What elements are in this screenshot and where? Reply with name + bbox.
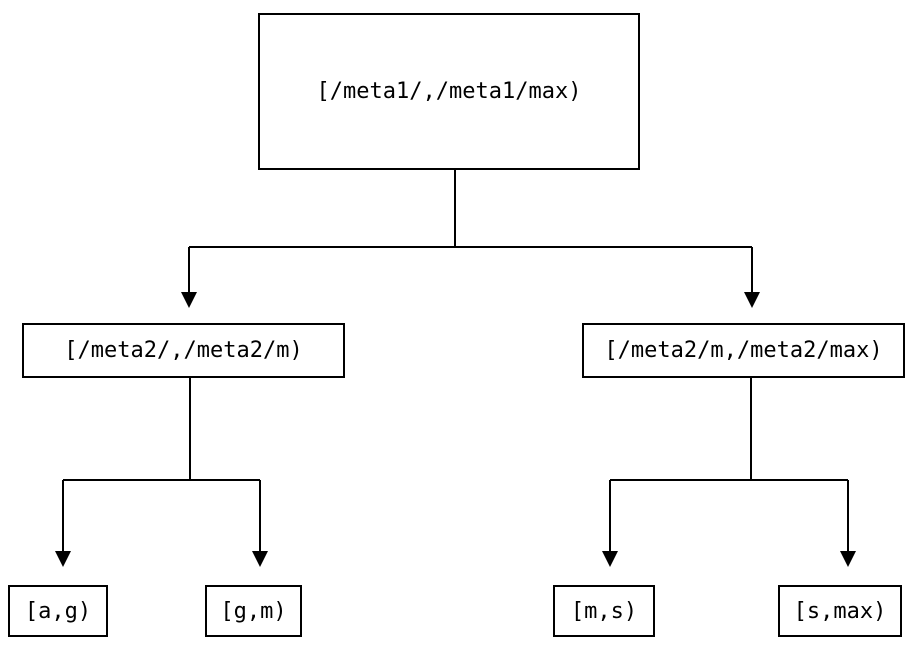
arrowhead-down-icon xyxy=(840,551,856,567)
edge-left-to-children xyxy=(62,378,261,552)
edge-right-to-children xyxy=(609,378,849,552)
arrowhead-down-icon xyxy=(181,292,197,308)
node-leaf-g-m: [g,m) xyxy=(205,585,302,637)
arrowhead-down-icon xyxy=(252,551,268,567)
node-leaf-m-s: [m,s) xyxy=(553,585,655,637)
arrowhead-down-icon xyxy=(55,551,71,567)
edge-root-to-children xyxy=(188,170,753,293)
node-leaf-s-max: [s,max) xyxy=(778,585,902,637)
node-meta2-left: [/meta2/,/meta2/m) xyxy=(22,323,345,378)
node-meta2-right: [/meta2/m,/meta2/max) xyxy=(582,323,905,378)
arrowhead-down-icon xyxy=(602,551,618,567)
arrowhead-down-icon xyxy=(744,292,760,308)
node-leaf-a-g: [a,g) xyxy=(8,585,108,637)
node-root: [/meta1/,/meta1/max) xyxy=(258,13,640,170)
